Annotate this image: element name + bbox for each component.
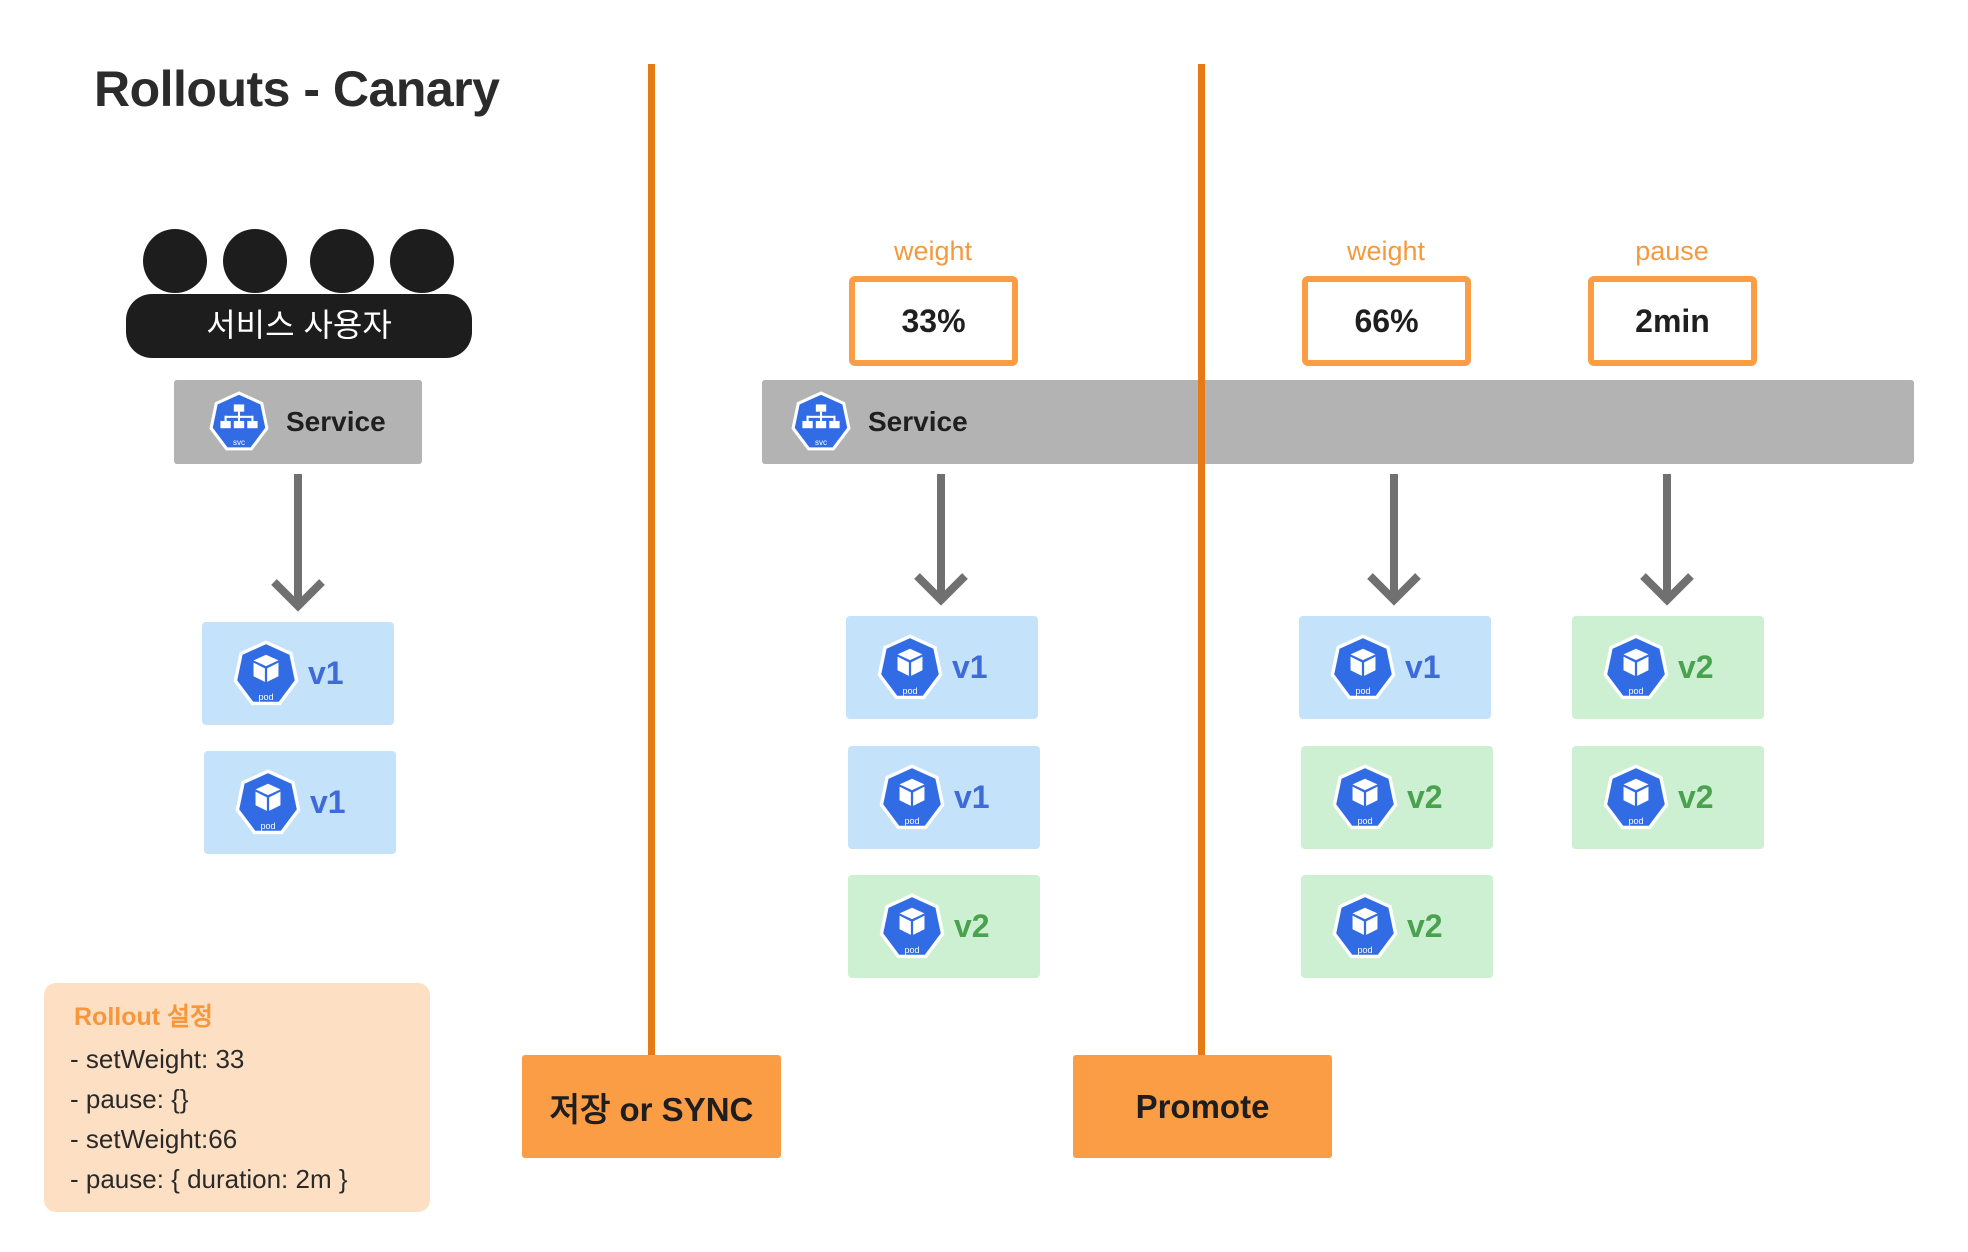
pod-icon: pod: [232, 640, 300, 708]
pod-box: pod v2: [1572, 616, 1764, 719]
pod-version: v1: [308, 655, 344, 691]
pod-icon-caption: pod: [904, 945, 919, 955]
pod-icon: pod: [1602, 764, 1670, 832]
service-box-left: svc Service: [174, 380, 422, 464]
pod-icon: pod: [1331, 764, 1399, 832]
pod-icon: pod: [878, 893, 946, 961]
pod-box: pod v2: [848, 875, 1040, 978]
arrow-down-icon: [914, 474, 968, 606]
service-icon: svc: [208, 391, 270, 453]
pod-version: v1: [952, 649, 988, 685]
service-label: Service: [868, 406, 968, 437]
step-label-weight-66: weight: [1346, 236, 1426, 266]
pod-version: v1: [1405, 649, 1441, 685]
pod-box: pod v1: [848, 746, 1040, 849]
pod-icon: pod: [876, 634, 944, 702]
arrow-down-icon: [1640, 474, 1694, 606]
svc-icon-caption: svc: [233, 438, 245, 447]
pod-box: pod v2: [1301, 746, 1493, 849]
pod-icon-caption: pod: [1628, 816, 1643, 826]
settings-line: - pause: {}: [70, 1084, 189, 1114]
pod-icon-caption: pod: [1357, 816, 1372, 826]
pod-icon: pod: [234, 769, 302, 837]
step-label-weight-33: weight: [893, 236, 973, 266]
pod-icon-caption: pod: [258, 692, 273, 702]
pod-box: pod v2: [1301, 875, 1493, 978]
pod-box: pod v2: [1572, 746, 1764, 849]
divider-line-promote: [1198, 64, 1205, 1058]
step-value-66: 66%: [1302, 276, 1471, 366]
settings-line: - setWeight:66: [70, 1124, 238, 1154]
arrow-down-icon: [271, 474, 325, 612]
pod-icon-caption: pod: [1628, 686, 1643, 696]
pod-box: pod v1: [846, 616, 1038, 719]
rollout-settings-panel: Rollout 설정 - setWeight: 33 - pause: {} -…: [44, 983, 430, 1212]
promote-button[interactable]: Promote: [1073, 1055, 1332, 1158]
pod-icon: pod: [1602, 634, 1670, 702]
divider-line-sync: [648, 64, 655, 1058]
pod-version: v2: [1678, 779, 1714, 815]
users-icon: [126, 229, 472, 358]
settings-line: - setWeight: 33: [70, 1044, 245, 1074]
pod-box: pod v1: [204, 751, 396, 854]
service-label: Service: [286, 406, 386, 437]
step-value-pause: 2min: [1588, 276, 1757, 366]
pod-version: v2: [1407, 908, 1443, 944]
arrow-down-icon: [1367, 474, 1421, 606]
step-value-33: 33%: [849, 276, 1018, 366]
rollout-settings-title: Rollout 설정: [74, 1003, 214, 1031]
pod-box: pod v1: [202, 622, 394, 725]
service-icon: svc: [790, 391, 852, 453]
pod-icon-caption: pod: [1357, 945, 1372, 955]
pod-icon: pod: [1331, 893, 1399, 961]
pod-icon-caption: pod: [1355, 686, 1370, 696]
pod-icon: pod: [1329, 634, 1397, 702]
pod-version: v1: [310, 784, 346, 820]
pod-icon: pod: [878, 764, 946, 832]
step-label-pause: pause: [1635, 236, 1709, 266]
pod-version: v2: [1407, 779, 1443, 815]
settings-line: - pause: { duration: 2m }: [70, 1164, 348, 1194]
service-box-right: svc Service: [762, 380, 1914, 464]
pod-version: v1: [954, 779, 990, 815]
pod-version: v2: [954, 908, 990, 944]
save-or-sync-button[interactable]: 저장 or SYNC: [522, 1055, 781, 1158]
pod-icon-caption: pod: [260, 821, 275, 831]
pod-icon-caption: pod: [902, 686, 917, 696]
pod-version: v2: [1678, 649, 1714, 685]
svc-icon-caption: svc: [815, 438, 827, 447]
pod-icon-caption: pod: [904, 816, 919, 826]
users-label: 서비스 사용자: [206, 307, 392, 343]
pod-box: pod v1: [1299, 616, 1491, 719]
page-title: Rollouts - Canary: [94, 61, 500, 117]
